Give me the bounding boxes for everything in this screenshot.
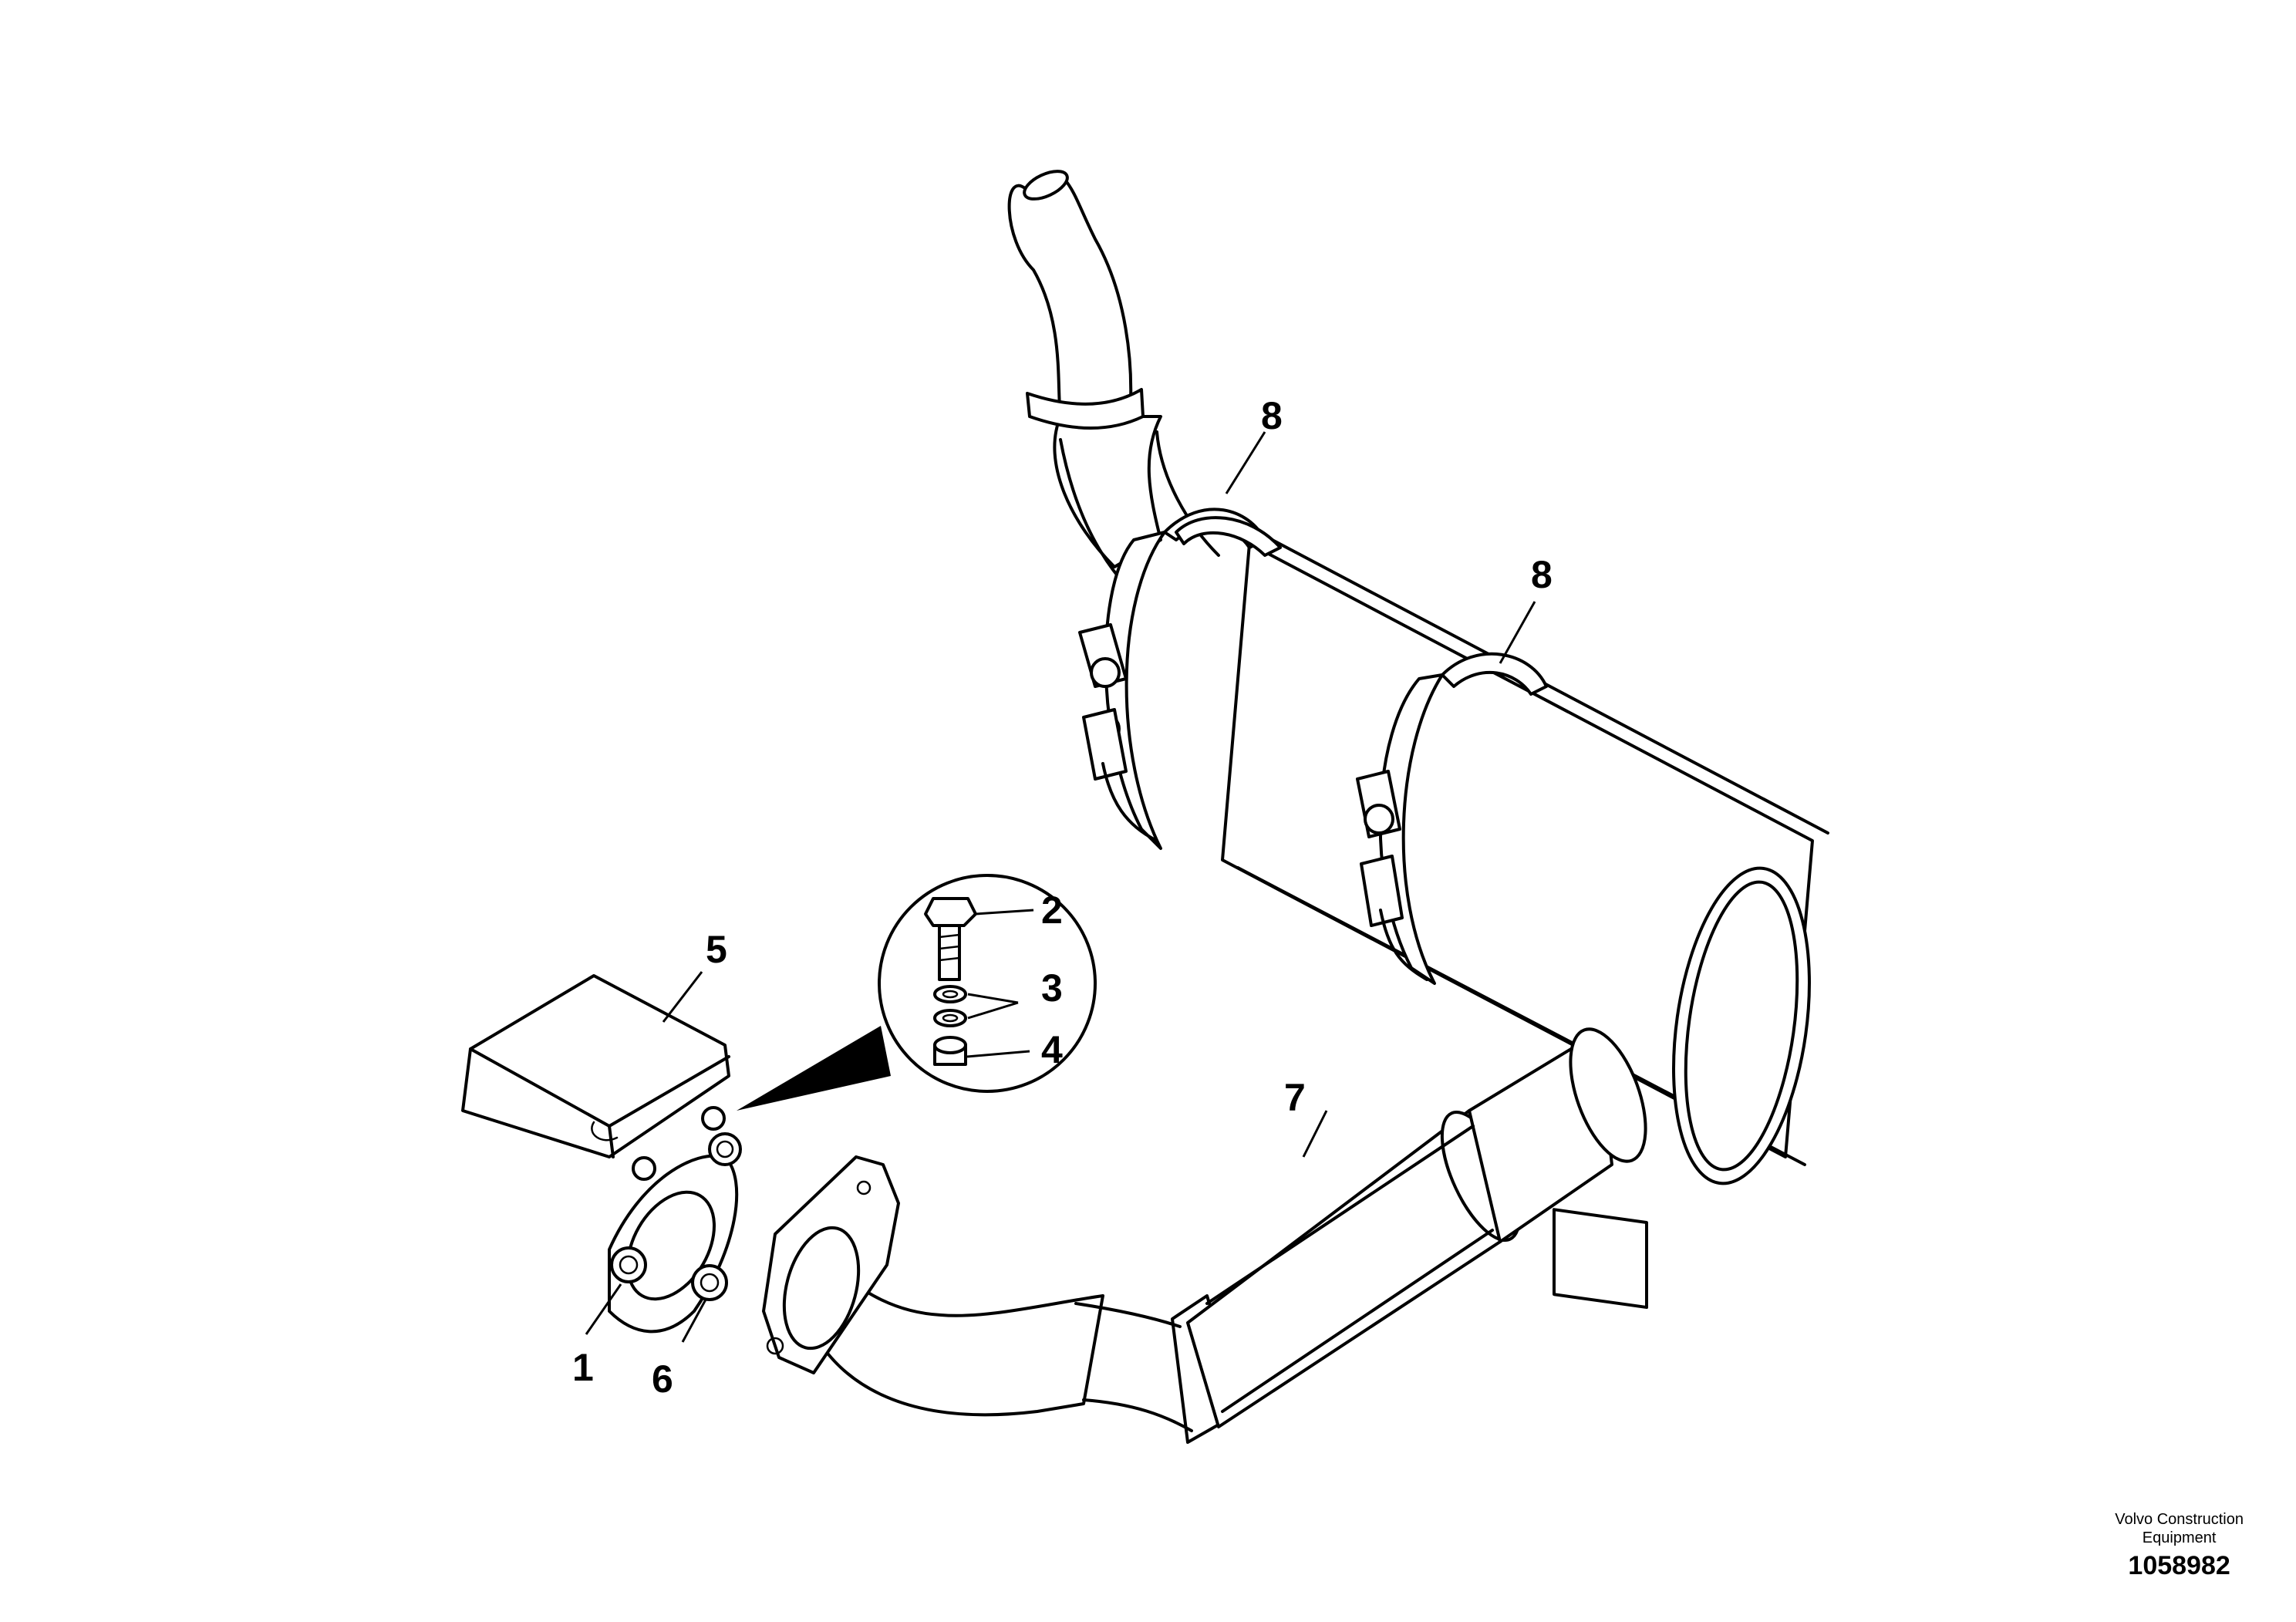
callout-5: 5	[706, 928, 727, 971]
leader-lines	[585, 431, 1536, 1343]
callout-2: 2	[1041, 889, 1063, 932]
company-name-line1: Volvo Construction	[2115, 1511, 2244, 1528]
flange-nuts	[610, 1106, 742, 1301]
callout-8-lower-clamp: 8	[1531, 553, 1553, 596]
callout-1: 1	[572, 1346, 594, 1389]
pipe-flange	[762, 1155, 900, 1374]
lower-exhaust-pipe	[797, 1027, 1647, 1444]
callout-6: 6	[652, 1357, 673, 1401]
drawing-footer: Volvo Construction Equipment 1058982	[2115, 1510, 2244, 1583]
muffler	[1221, 534, 1829, 1310]
clamp-band-front	[1078, 508, 1282, 850]
document-number: 1058982	[2128, 1551, 2230, 1580]
company-name-line2: Equipment	[2142, 1529, 2217, 1546]
detail-magnifier	[737, 874, 1097, 1111]
callout-3: 3	[1041, 966, 1063, 1010]
heat-shield-cover	[461, 974, 730, 1158]
upper-exhaust-pipe	[1007, 170, 1220, 595]
callout-labels: 1 2 3 4 5 6 7 8 8	[572, 394, 1553, 1401]
clamp-band-rear	[1356, 652, 1548, 985]
callout-4: 4	[1041, 1028, 1063, 1071]
callout-7: 7	[1284, 1076, 1306, 1119]
callout-8-upper-clamp: 8	[1261, 394, 1283, 437]
gasket-plate	[608, 1154, 739, 1334]
